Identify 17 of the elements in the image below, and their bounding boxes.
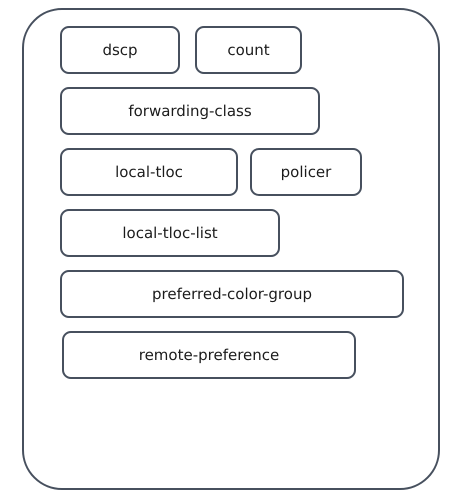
field-box [60,209,280,257]
field-box [250,148,362,196]
field-box [62,331,356,379]
container-box [22,8,440,490]
field-box [60,148,238,196]
field-name: policer [280,163,332,181]
field-name: forwarding-class [128,102,252,120]
field-name: count [227,41,270,59]
field-name: local-tloc-list [122,224,218,242]
field-box [195,26,302,74]
field-name: remote-preference [138,346,280,364]
field-name: local-tloc [115,163,183,181]
field-name: preferred-color-group [152,285,312,303]
field-box [60,26,180,74]
field-box [60,87,320,135]
field-name: dscp [102,41,138,59]
field-box [60,270,404,318]
